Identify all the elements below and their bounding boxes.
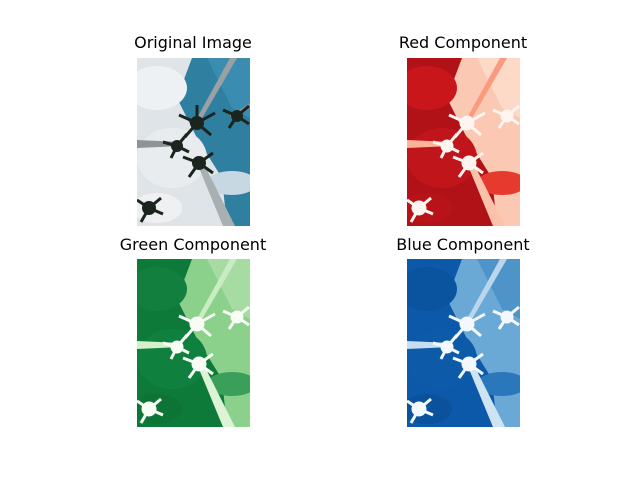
panel-title-blue: Blue Component bbox=[396, 235, 530, 254]
panel-title-original: Original Image bbox=[134, 33, 252, 52]
red-component-image bbox=[407, 58, 520, 226]
panel-title-green: Green Component bbox=[119, 235, 267, 254]
original-image bbox=[137, 58, 250, 226]
blue-component-image bbox=[407, 259, 520, 427]
green-component-image bbox=[137, 259, 250, 427]
panel-title-red: Red Component bbox=[398, 33, 528, 52]
